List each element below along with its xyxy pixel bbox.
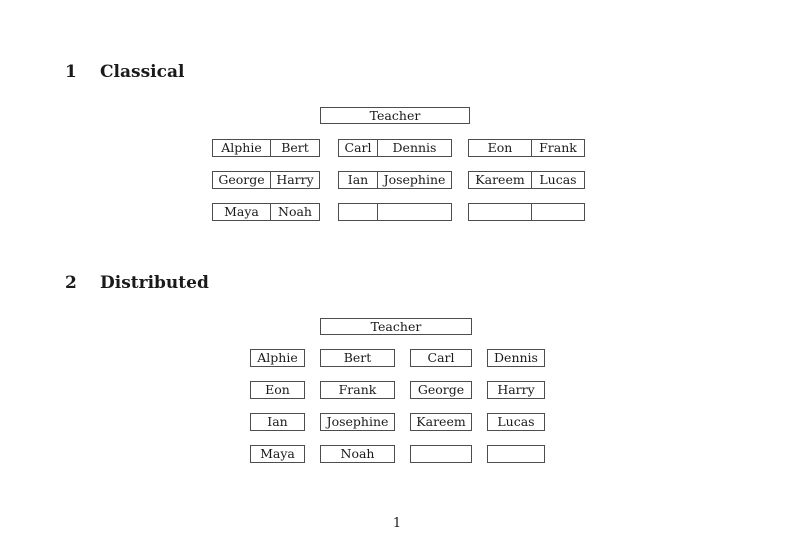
seat-box: Harry bbox=[487, 381, 545, 399]
desk-box: George Harry bbox=[212, 171, 320, 189]
desk-seat-right bbox=[378, 204, 451, 220]
desk-seat-right bbox=[532, 204, 584, 220]
seat-label: Harry bbox=[497, 382, 535, 397]
teacher-label: Teacher bbox=[370, 318, 422, 334]
seat-box: Lucas bbox=[487, 413, 545, 431]
seat-label: Alphie bbox=[257, 350, 298, 365]
desk-seat-left: Maya bbox=[213, 204, 271, 220]
section-heading-distributed: 2 Distributed bbox=[65, 273, 209, 293]
desk-seat-left bbox=[339, 204, 378, 220]
seat-box-empty bbox=[410, 445, 472, 463]
page-number: 1 bbox=[392, 516, 402, 531]
seat-box-empty bbox=[487, 445, 545, 463]
seat-label: Ian bbox=[267, 414, 288, 429]
desk-seat-right: Harry bbox=[276, 172, 314, 187]
desk-seat-left: George bbox=[213, 172, 271, 188]
desk-seat-left: Carl bbox=[339, 140, 378, 156]
seat-box: Frank bbox=[320, 381, 395, 399]
seat-box: Dennis bbox=[487, 349, 545, 367]
teacher-box: Teacher bbox=[320, 318, 472, 335]
desk-seat-right: Lucas bbox=[539, 172, 577, 187]
desk-box: Maya Noah bbox=[212, 203, 320, 221]
desk-seat-right: Josephine bbox=[383, 172, 446, 187]
seat-label: Carl bbox=[427, 350, 455, 365]
seat-label: Eon bbox=[265, 382, 290, 397]
desk-seat-right: Bert bbox=[281, 140, 309, 155]
desk-box-empty bbox=[468, 203, 585, 221]
seat-label: Dennis bbox=[494, 350, 538, 365]
seat-box: Eon bbox=[250, 381, 305, 399]
desk-seat-left: Kareem bbox=[469, 172, 532, 188]
desk-seat-right: Noah bbox=[278, 204, 312, 219]
seat-box: Maya bbox=[250, 445, 305, 463]
seat-label: Josephine bbox=[326, 414, 389, 429]
desk-seat-left bbox=[469, 204, 532, 220]
teacher-box: Teacher bbox=[320, 107, 470, 124]
section-heading-classical: 1 Classical bbox=[65, 62, 184, 82]
seat-label: George bbox=[417, 382, 465, 397]
desk-seat-left: Alphie bbox=[213, 140, 271, 156]
desk-seat-right: Frank bbox=[539, 140, 577, 155]
seat-label: Frank bbox=[338, 382, 377, 397]
desk-box: Eon Frank bbox=[468, 139, 585, 157]
desk-seat-left: Eon bbox=[469, 140, 532, 156]
teacher-label: Teacher bbox=[369, 107, 421, 123]
seat-label: Noah bbox=[340, 446, 375, 461]
desk-box: Carl Dennis bbox=[338, 139, 452, 157]
desk-box: Ian Josephine bbox=[338, 171, 452, 189]
section-number: 1 bbox=[65, 62, 77, 82]
desk-box-empty bbox=[338, 203, 452, 221]
seat-label: Kareem bbox=[416, 414, 466, 429]
desk-box: Alphie Bert bbox=[212, 139, 320, 157]
desk-seat-right: Dennis bbox=[392, 140, 437, 155]
seat-label: Lucas bbox=[497, 414, 535, 429]
section-number: 2 bbox=[65, 273, 77, 293]
section-title: Classical bbox=[100, 62, 185, 82]
seat-label: Maya bbox=[260, 446, 295, 461]
seat-box: Josephine bbox=[320, 413, 395, 431]
seat-box: George bbox=[410, 381, 472, 399]
section-title: Distributed bbox=[100, 273, 209, 293]
seat-box: Ian bbox=[250, 413, 305, 431]
seat-label: Bert bbox=[343, 350, 372, 365]
desk-box: Kareem Lucas bbox=[468, 171, 585, 189]
seat-box: Carl bbox=[410, 349, 472, 367]
seat-box: Alphie bbox=[250, 349, 305, 367]
seat-box: Kareem bbox=[410, 413, 472, 431]
seat-box: Noah bbox=[320, 445, 395, 463]
desk-seat-left: Ian bbox=[339, 172, 378, 188]
seat-box: Bert bbox=[320, 349, 395, 367]
